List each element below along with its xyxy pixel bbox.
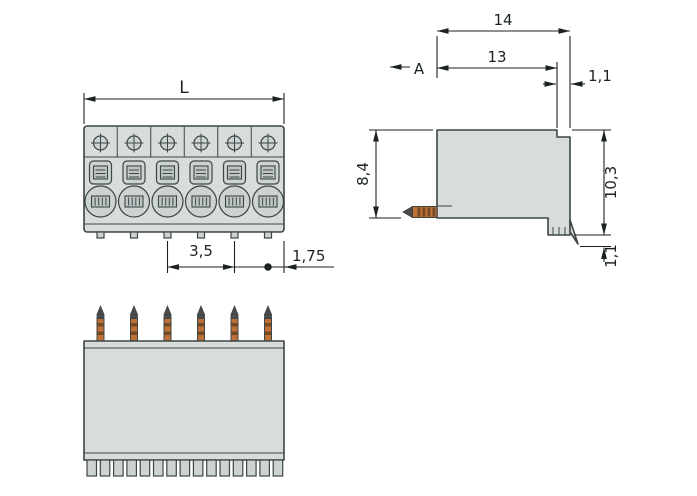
dim-overall-height-label: 10,3	[602, 166, 620, 199]
side-view: 14 A 13 1,1 8,4 10,3	[354, 11, 620, 268]
bottom-serration	[86, 459, 284, 477]
dim-bottom-offset-label: 1,1	[602, 244, 620, 268]
dim-edge-offset	[264, 241, 301, 273]
dim-top-step-label: 1,1	[588, 67, 612, 85]
pin	[197, 305, 205, 342]
board-latch	[569, 219, 579, 245]
dim-body-height-label: 8,4	[354, 162, 372, 186]
front-view: L 3,5 1,75	[83, 78, 334, 273]
dim-length-L	[83, 93, 285, 124]
dim-body-width	[437, 62, 558, 128]
dim-pitch-label: 3,5	[189, 242, 213, 260]
bottom-view	[83, 305, 285, 477]
pin	[130, 305, 138, 342]
dim-overall-width	[436, 28, 571, 128]
pin	[230, 305, 239, 342]
datum-A-label: A	[414, 60, 425, 78]
dim-length-label: L	[179, 78, 189, 98]
dim-overall-height	[572, 129, 611, 236]
solder-pin	[402, 205, 438, 219]
dim-body-width-label: 13	[487, 48, 506, 66]
dim-edge-offset-label: 1,75	[292, 247, 325, 265]
dim-overall-width-label: 14	[493, 11, 512, 29]
pin-reference-dot	[264, 263, 272, 271]
side-body	[436, 129, 571, 236]
dim-bottom-offset	[580, 245, 611, 262]
bottom-body	[83, 340, 285, 461]
pin	[163, 305, 172, 342]
pin	[264, 305, 272, 342]
pole-separators	[116, 126, 252, 157]
dim-body-height	[369, 129, 433, 219]
foot-serrations	[552, 227, 566, 235]
pin	[96, 305, 105, 342]
